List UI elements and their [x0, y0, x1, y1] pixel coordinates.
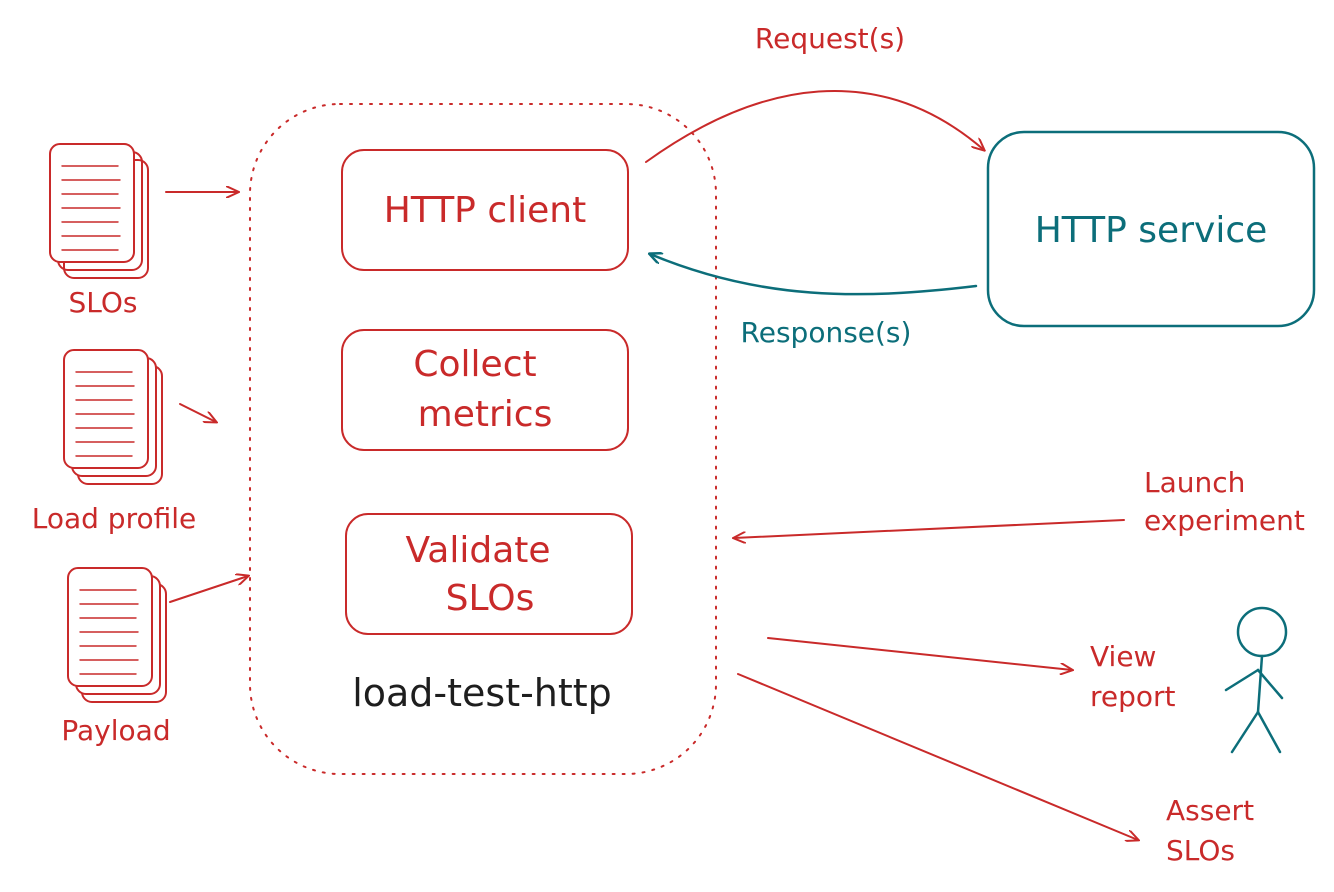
- request-arrow: [645, 89, 984, 163]
- load-profile-document-icon: [63, 349, 163, 485]
- slos-document-icon: [49, 143, 149, 279]
- view-report-label-line2: report: [1090, 680, 1176, 713]
- load-profile-to-container-arrow: [179, 403, 216, 422]
- payload-document-icon: [67, 567, 167, 703]
- payload-input-label: Payload: [61, 714, 170, 747]
- http-client-box: [341, 149, 629, 271]
- assert-slos-arrow: [737, 673, 1138, 840]
- http-client-label: HTTP client: [384, 190, 586, 231]
- launch-label-line1: Launch: [1144, 466, 1245, 499]
- request-label: Request(s): [755, 22, 905, 55]
- collect-metrics-label-line1: Collect: [413, 344, 536, 385]
- load-test-http-container: [249, 103, 717, 775]
- http-service-box: [986, 130, 1316, 328]
- slos-input-label: SLOs: [68, 286, 137, 319]
- user-stick-figure-icon: [1224, 606, 1288, 754]
- load-profile-input-label: Load profile: [32, 502, 197, 535]
- response-label: Response(s): [741, 316, 912, 349]
- launch-label-line2: experiment: [1144, 504, 1305, 537]
- view-report-label-line1: View: [1090, 640, 1156, 673]
- view-report-arrow: [767, 637, 1072, 670]
- launch-experiment-arrow: [734, 519, 1125, 538]
- payload-to-container-arrow: [169, 576, 248, 603]
- validate-slos-box: [345, 513, 633, 635]
- validate-slos-label-line1: Validate: [405, 530, 550, 571]
- validate-slos-label-line2: SLOs: [446, 578, 535, 619]
- collect-metrics-box: [341, 329, 629, 451]
- assert-slos-label-line1: Assert: [1166, 794, 1254, 827]
- assert-slos-label-line2: SLOs: [1166, 834, 1235, 867]
- http-service-label: HTTP service: [1035, 210, 1268, 251]
- container-label: load-test-http: [352, 671, 612, 715]
- collect-metrics-label-line2: metrics: [418, 394, 553, 435]
- response-arrow: [650, 254, 978, 296]
